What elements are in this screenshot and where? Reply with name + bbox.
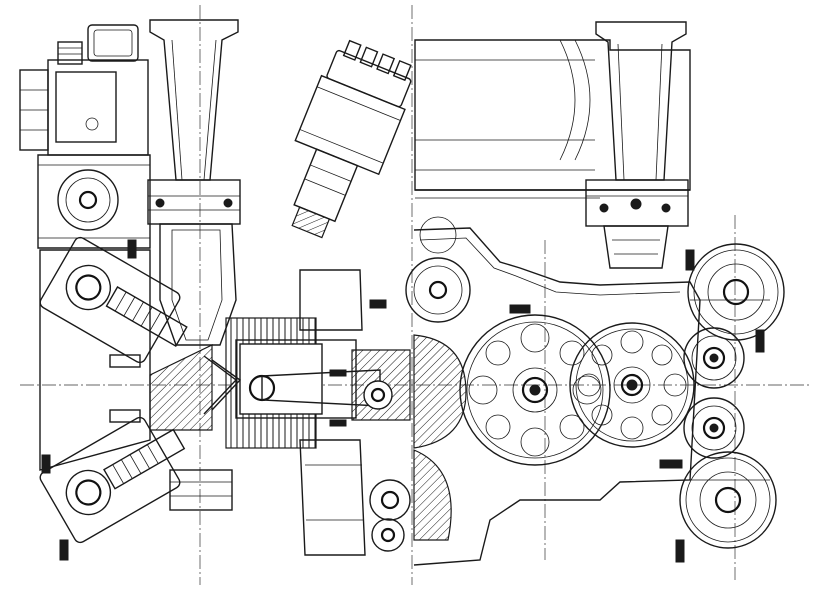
distributor xyxy=(291,39,412,239)
crank-and-piston xyxy=(149,317,467,541)
gear-train xyxy=(405,216,785,549)
center-lines xyxy=(20,5,810,585)
upper-air-box xyxy=(414,39,691,199)
right-intake-trumpet xyxy=(585,21,689,269)
lower-left-block xyxy=(39,249,233,511)
lower-cylinder-head xyxy=(39,416,186,544)
bolt-heads xyxy=(41,239,765,563)
fuel-pump-assembly xyxy=(19,24,151,249)
crankcase-outline xyxy=(413,227,770,566)
sump-and-oil-pump xyxy=(299,269,411,556)
upper-cylinder-head xyxy=(39,236,188,364)
left-intake-trumpet xyxy=(147,19,241,346)
